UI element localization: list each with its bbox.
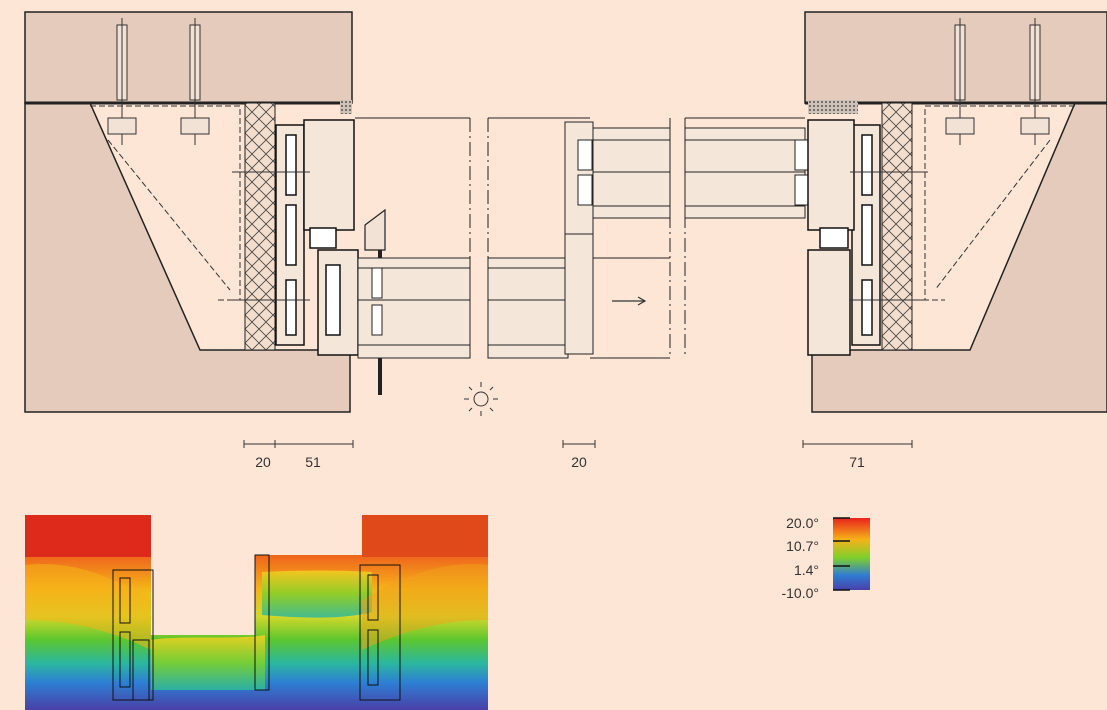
left-anchor-bolts (107, 18, 210, 145)
right-insulation (881, 102, 913, 351)
sun-icon (464, 382, 498, 416)
legend-label-lower: 1.4° (793, 562, 819, 578)
right-wall-section (804, 11, 1107, 413)
legend-color-bar (833, 518, 870, 590)
legend-label-max: 20.0° (786, 515, 819, 531)
left-insulation (244, 102, 276, 351)
dimension-lines (243, 440, 913, 448)
left-frame-profile (275, 119, 359, 356)
left-wall-section (24, 11, 386, 413)
dimension-label-20-left: 20 (255, 454, 271, 470)
temperature-legend (833, 517, 870, 591)
right-anchor-bolts (945, 18, 1050, 145)
left-upper-wall (24, 11, 353, 104)
arrow-right-icon (612, 296, 647, 306)
thermal-map (25, 515, 488, 710)
thermal-frame-outline (112, 554, 401, 701)
legend-label-upper: 10.7° (786, 538, 819, 554)
legend-label-min: -10.0° (781, 585, 819, 601)
right-frame-profile (807, 119, 881, 356)
dimension-label-20-middle: 20 (571, 454, 587, 470)
dimension-label-51: 51 (305, 454, 321, 470)
sliding-glazing (355, 117, 810, 359)
dimension-label-71: 71 (849, 454, 865, 470)
